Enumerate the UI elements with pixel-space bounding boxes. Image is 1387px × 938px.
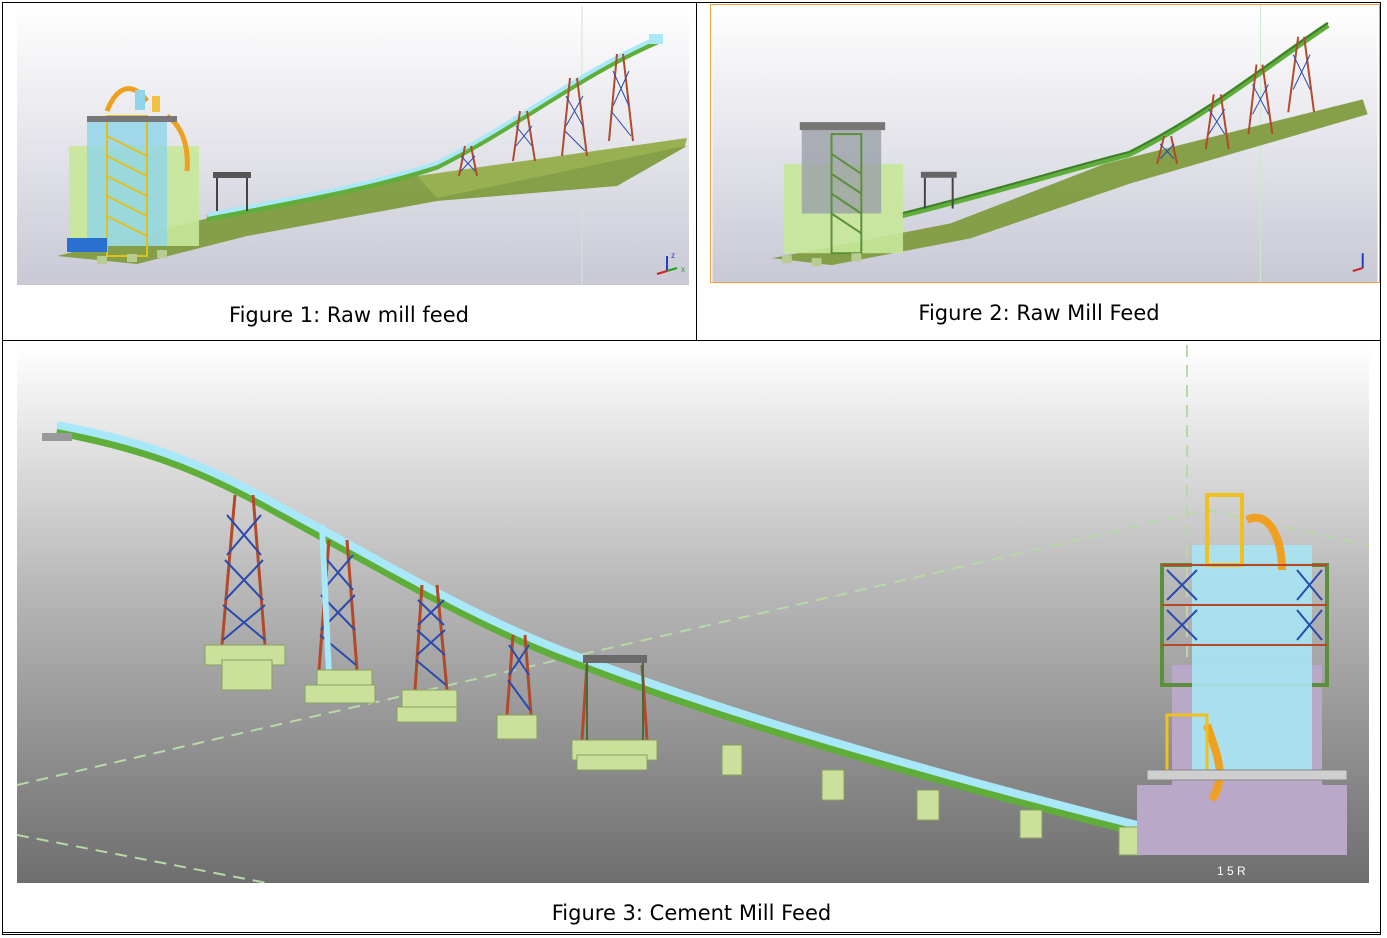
raw-mill-feed-3d-model-alt (712, 5, 1378, 282)
figure-2-caption: Figure 2: Raw Mill Feed (918, 301, 1160, 325)
svg-text:x: x (681, 265, 685, 274)
svg-text:z: z (671, 251, 675, 260)
table-divider-vertical (696, 2, 697, 341)
figure-1-caption: Figure 1: Raw mill feed (229, 303, 469, 327)
figure-3-caption: Figure 3: Cement Mill Feed (551, 901, 832, 925)
table-divider-horizontal (2, 340, 1381, 341)
figure-2-image (710, 4, 1380, 283)
raw-mill-feed-3d-model: z x (17, 6, 689, 285)
axis-indicator-icon-2 (1352, 253, 1364, 273)
table-divider-bottom (2, 932, 1381, 933)
figure-3-image: 1 5 R (17, 345, 1369, 883)
cement-mill-feed-3d-model: 1 5 R (17, 345, 1369, 883)
svg-text:1 5 R: 1 5 R (1217, 864, 1246, 878)
figure-1-image: z x (17, 6, 689, 285)
axis-indicator-icon (656, 256, 678, 275)
